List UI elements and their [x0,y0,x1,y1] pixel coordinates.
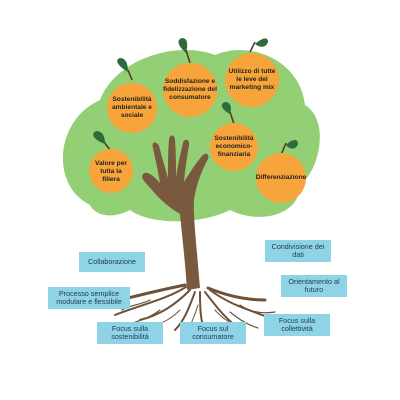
root-box-focus-sostenibilita: Focus sulla sostenibilità [97,322,163,344]
fruit-label-sostenibilita-economica: Sostenibilità economico-finanziaria [214,135,254,158]
tree-roots [114,283,276,333]
fruit-sostenibilita-economica [210,102,258,171]
fruit-valore-filiera [89,131,133,193]
fruit-label-differenziazione: Differenziazione [255,174,307,182]
fruit-soddisfazione [163,38,217,117]
fruit-differenziazione [256,139,306,203]
fruit-leve-marketing [225,38,279,107]
fruit-label-soddisfazione: Soddisfazione e fidelizzazione del consu… [163,78,217,101]
root-box-processo: Processo semplice modulare e flessibile [48,287,130,309]
fruit-label-leve-marketing: Utilizzo di tutte le leve del marketing … [228,68,276,91]
tree-trunk-hand [142,135,209,290]
fruit-label-valore-filiera: Valore per tutta la filiera [95,160,127,183]
fruit-sostenibilita-ambientale [107,58,157,133]
root-box-focus-consumatore: Focus sul consumatore [180,322,246,344]
root-box-focus-collettivita: Focus sulla collettività [264,314,330,336]
root-box-condivisione-dati: Condivisione dei dati [265,240,331,262]
fruit-label-sostenibilita-ambientale: Sostenibilità ambientale e sociale [112,96,152,119]
root-box-collaborazione: Collaborazione [79,252,145,272]
root-box-orientamento-futuro: Orientamento al futuro [281,275,347,297]
